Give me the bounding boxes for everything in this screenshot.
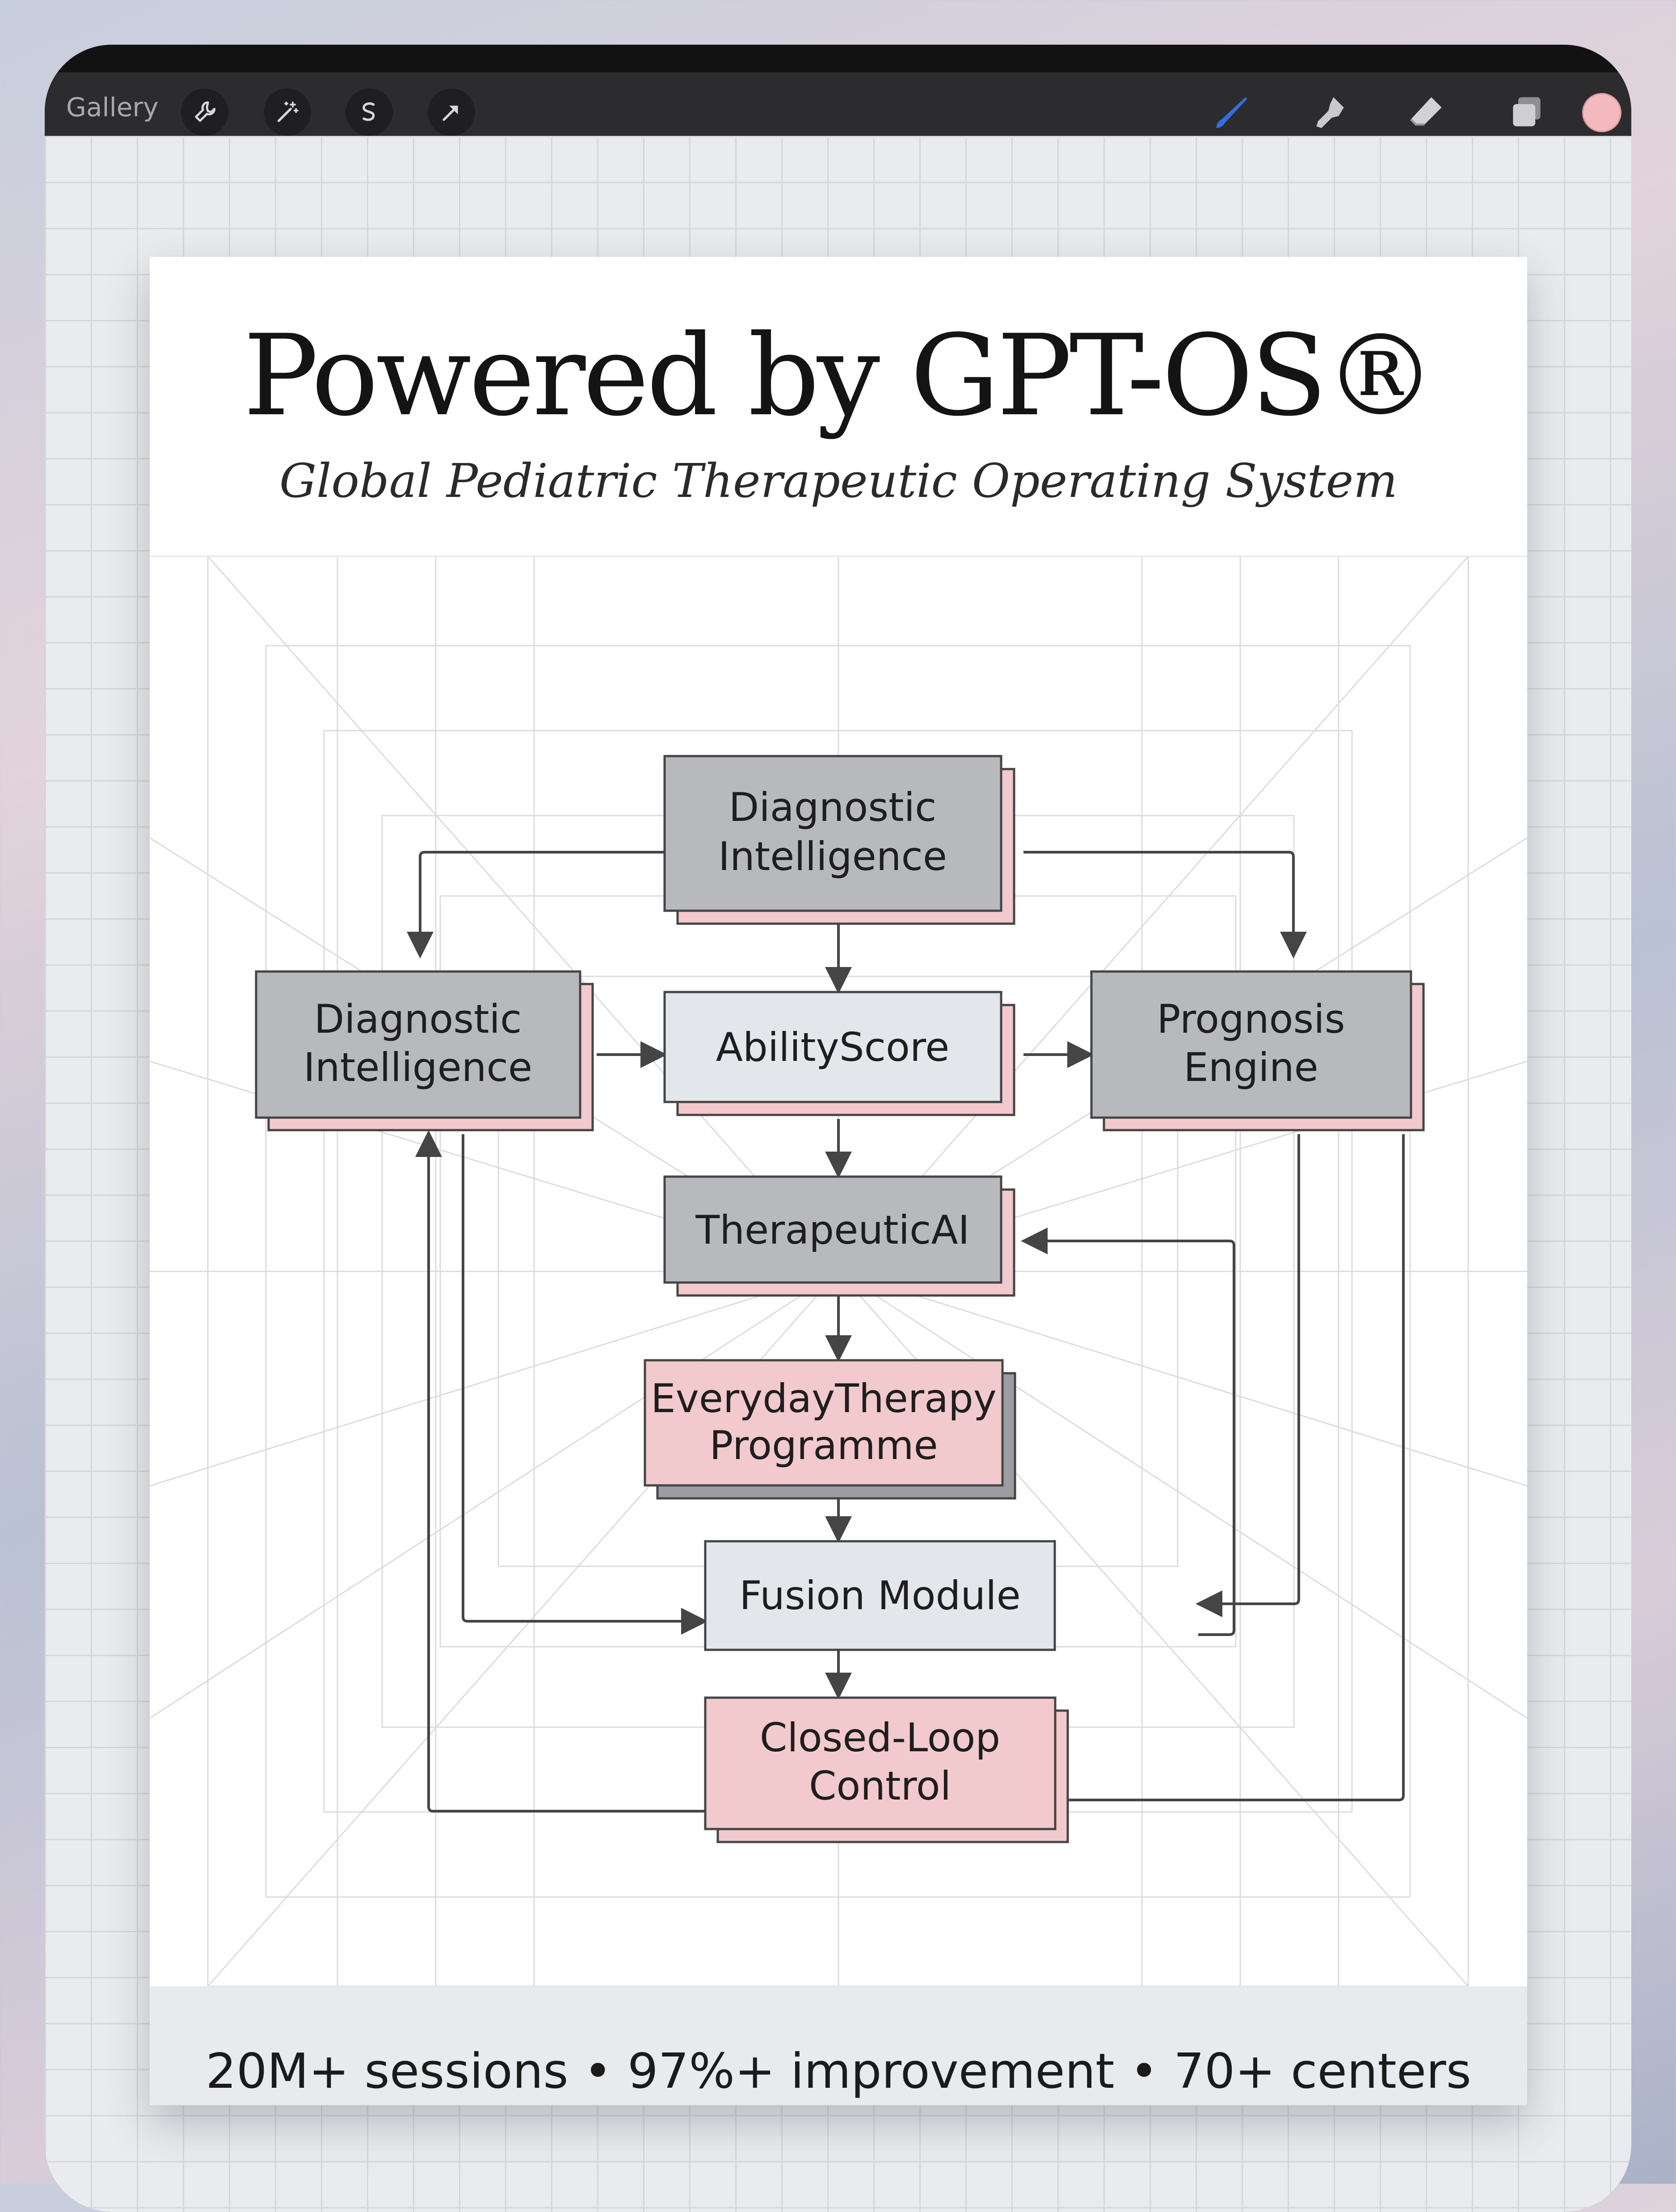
- stats-band: [150, 1986, 1527, 2105]
- poster-subtitle: Global Pediatric Therapeutic Operating S…: [279, 454, 1398, 508]
- node-label: Engine: [1183, 1044, 1318, 1090]
- stats-footer: 20M+ sessions • 97%+ improvement • 70+ c…: [206, 2044, 1471, 2099]
- node-label: AbilityScore: [716, 1024, 949, 1070]
- node-closed-loop-control[interactable]: Closed-Loop Control: [704, 1696, 1069, 1843]
- transform-arrow-icon[interactable]: [428, 88, 475, 136]
- node-label: Fusion Module: [739, 1573, 1020, 1619]
- edge-prognosis-fusion: [1196, 1134, 1300, 1617]
- magic-wand-icon[interactable]: [264, 88, 311, 136]
- node-label: Diagnostic: [314, 996, 522, 1042]
- layers-icon[interactable]: [1506, 92, 1547, 133]
- node-label: Diagnostic: [729, 784, 937, 830]
- node-label: Intelligence: [303, 1044, 532, 1090]
- node-diagnostic-intelligence-left[interactable]: Diagnostic Intelligence: [255, 970, 594, 1131]
- node-label: TherapeuticAI: [695, 1207, 969, 1253]
- tablet-frame: Gallery: [45, 45, 1631, 2212]
- connectors: [407, 851, 1405, 1813]
- edge-top-prognosis: [1023, 851, 1307, 959]
- node-abilityscore[interactable]: AbilityScore: [663, 991, 1015, 1116]
- flow-diagram: Diagnostic Intelligence Diagnostic Intel…: [150, 555, 1527, 1987]
- node-label: EverydayTherapy: [651, 1375, 997, 1421]
- smudge-icon[interactable]: [1310, 92, 1351, 133]
- poster-title: Powered by GPT-OS®: [243, 311, 1436, 441]
- color-picker[interactable]: [1582, 93, 1621, 132]
- edge-left-fusion: [462, 1134, 708, 1635]
- node-fusion-module[interactable]: Fusion Module: [704, 1540, 1056, 1651]
- node-diagnostic-intelligence-top[interactable]: Diagnostic Intelligence: [663, 755, 1015, 925]
- selection-icon[interactable]: [345, 88, 393, 136]
- node-label: Programme: [709, 1422, 938, 1468]
- edge-top-left: [407, 851, 665, 959]
- node-prognosis-engine[interactable]: Prognosis Engine: [1090, 970, 1425, 1131]
- node-everydaytherapy-programme[interactable]: EverydayTherapy Programme: [644, 1359, 1016, 1500]
- canvas-area[interactable]: Diagnostic Intelligence Diagnostic Intel…: [45, 136, 1631, 2212]
- node-label: Prognosis: [1157, 996, 1345, 1042]
- node-label: Closed-Loop: [760, 1715, 1000, 1761]
- edge-closed-left: [415, 1130, 705, 1812]
- edge-prognosis-closed: [1021, 1134, 1405, 1813]
- node-label: Intelligence: [718, 833, 947, 879]
- brush-icon[interactable]: [1211, 92, 1252, 133]
- wrench-icon[interactable]: [181, 88, 228, 136]
- poster-artwork: Diagnostic Intelligence Diagnostic Intel…: [150, 257, 1527, 2105]
- top-toolbar: Gallery: [45, 72, 1631, 136]
- edge-fusion-therapeutic: [1021, 1228, 1235, 1636]
- eraser-icon[interactable]: [1406, 92, 1447, 133]
- node-therapeuticai[interactable]: TherapeuticAI: [663, 1175, 1015, 1297]
- node-label: Control: [809, 1763, 951, 1809]
- gallery-button[interactable]: Gallery: [66, 92, 159, 122]
